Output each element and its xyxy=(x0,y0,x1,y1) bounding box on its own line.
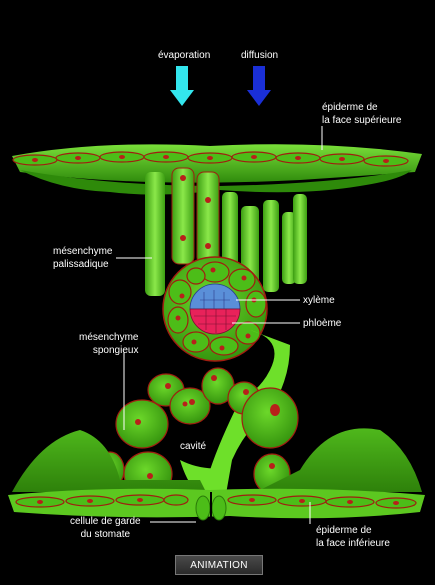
label-evaporation: évaporation xyxy=(158,50,211,61)
label-spongy: mésenchyme spongieux xyxy=(79,331,138,357)
label-cavity: cavité xyxy=(180,441,207,452)
stomata-guard-cells xyxy=(195,492,227,522)
label-palisade-line2: palissadique xyxy=(53,259,109,270)
label-spongy-line1: mésenchyme xyxy=(79,332,139,343)
label-guard-cell-line1: cellule de garde xyxy=(70,516,141,527)
label-phloem: phloème xyxy=(303,318,342,329)
animation-button[interactable]: ANIMATION xyxy=(175,555,263,575)
label-palisade: mésenchyme palissadique xyxy=(53,245,112,271)
leader-lines xyxy=(116,126,323,524)
evaporation-arrow-icon xyxy=(170,66,194,106)
palisade-mesophyll xyxy=(145,167,307,296)
label-lower-epidermis-line1: épiderme de xyxy=(316,525,372,536)
upper-epidermis xyxy=(12,144,422,195)
vascular-bundle xyxy=(162,256,268,362)
xylem xyxy=(189,283,241,310)
label-guard-cell: cellule de garde du stomate xyxy=(70,515,141,541)
label-diffusion: diffusion xyxy=(241,50,279,61)
label-upper-epidermis: épiderme de la face supérieure xyxy=(322,101,402,127)
label-lower-epidermis-line2: la face inférieure xyxy=(316,538,390,549)
label-guard-cell-line2: du stomate xyxy=(80,529,131,540)
label-spongy-line2: spongieux xyxy=(92,345,139,356)
diffusion-arrow-icon xyxy=(247,66,271,106)
label-lower-epidermis: épiderme de la face inférieure xyxy=(316,524,390,550)
label-palisade-line1: mésenchyme xyxy=(53,246,113,257)
label-upper-epidermis-line1: épiderme de xyxy=(322,102,378,113)
phloem xyxy=(189,308,241,335)
label-upper-epidermis-line2: la face supérieure xyxy=(322,115,402,126)
label-xylem: xylème xyxy=(303,295,335,306)
